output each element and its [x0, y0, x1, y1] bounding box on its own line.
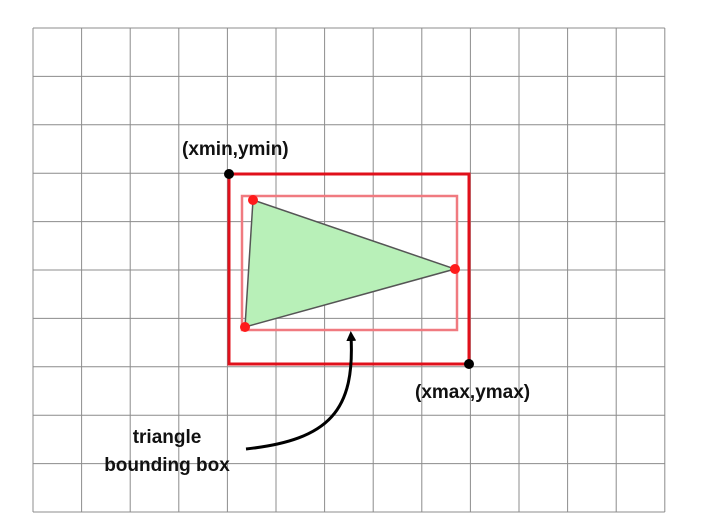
triangle-vertex-bottom: [240, 322, 250, 332]
corner-point-min: [224, 169, 234, 179]
bounding-box: [227, 172, 471, 366]
min-corner-label: (xmin,ymin): [182, 139, 289, 160]
triangle: [244, 198, 458, 329]
tight-triangle-box: [240, 194, 459, 332]
max-corner-label: (xmax,ymax): [415, 382, 530, 403]
corner-point-max: [464, 359, 474, 369]
caption-line-2: bounding box: [104, 455, 230, 476]
caption-arrow: [245, 331, 357, 451]
triangle-vertex-right: [450, 264, 460, 274]
caption-line-1: triangle: [133, 427, 202, 448]
triangle-vertex-top: [248, 195, 258, 205]
